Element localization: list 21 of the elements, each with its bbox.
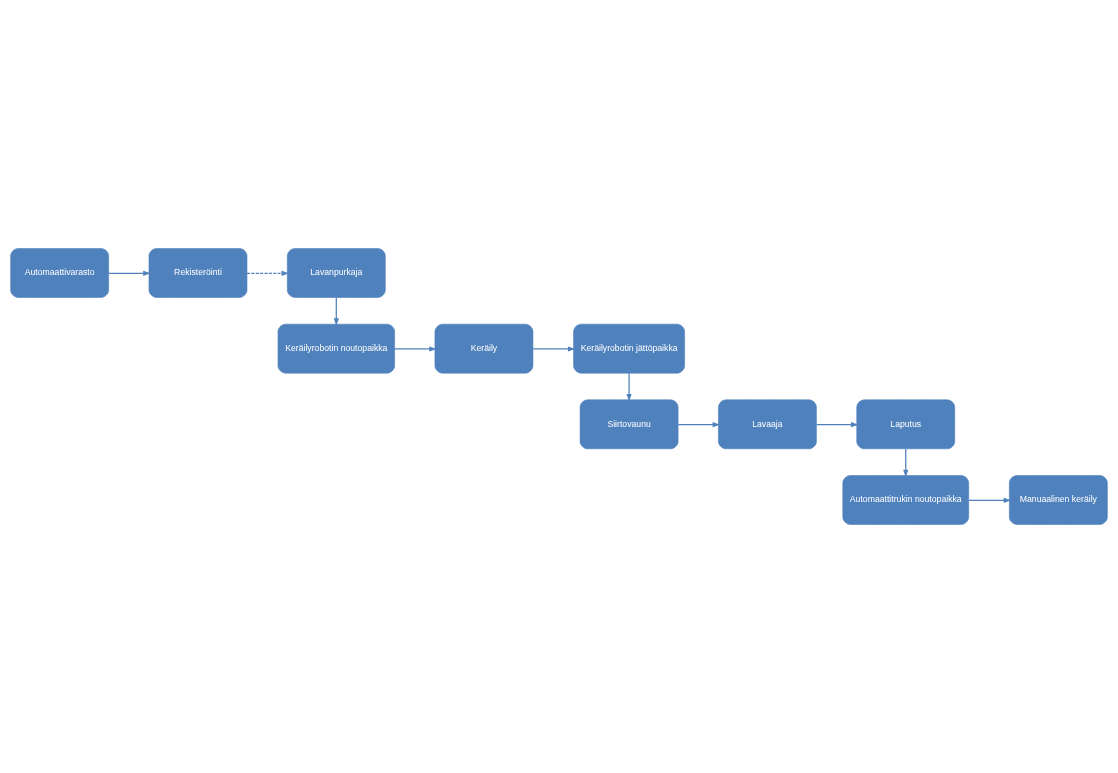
arrow bbox=[815, 422, 859, 428]
node-box: Rekisteröinti bbox=[148, 248, 248, 298]
arrow bbox=[394, 346, 437, 352]
node-box: Siirtovaunu bbox=[579, 399, 679, 450]
node-box: Keräily bbox=[434, 323, 534, 374]
arrow bbox=[968, 497, 1012, 503]
node-box: Manuaalinen keräily bbox=[1009, 475, 1108, 525]
arrow bbox=[626, 372, 632, 402]
node-box: Keräilyrobotin noutopaikka bbox=[277, 323, 395, 374]
arrow bbox=[903, 448, 909, 478]
arrow bbox=[108, 270, 151, 276]
node-box: Lavaaja bbox=[718, 399, 817, 450]
node-box: Lavanpurkaja bbox=[287, 248, 386, 298]
arrow bbox=[246, 270, 289, 276]
arrow bbox=[532, 346, 576, 352]
arrow bbox=[333, 296, 339, 326]
node-box: Keräilyrobotin jättöpaikka bbox=[573, 323, 685, 374]
node-box: Laputus bbox=[856, 399, 956, 450]
node-box: Automaattitrukin noutopaikka bbox=[842, 475, 969, 525]
arrow bbox=[677, 422, 721, 428]
node-box: Automaattivarasto bbox=[10, 248, 109, 298]
